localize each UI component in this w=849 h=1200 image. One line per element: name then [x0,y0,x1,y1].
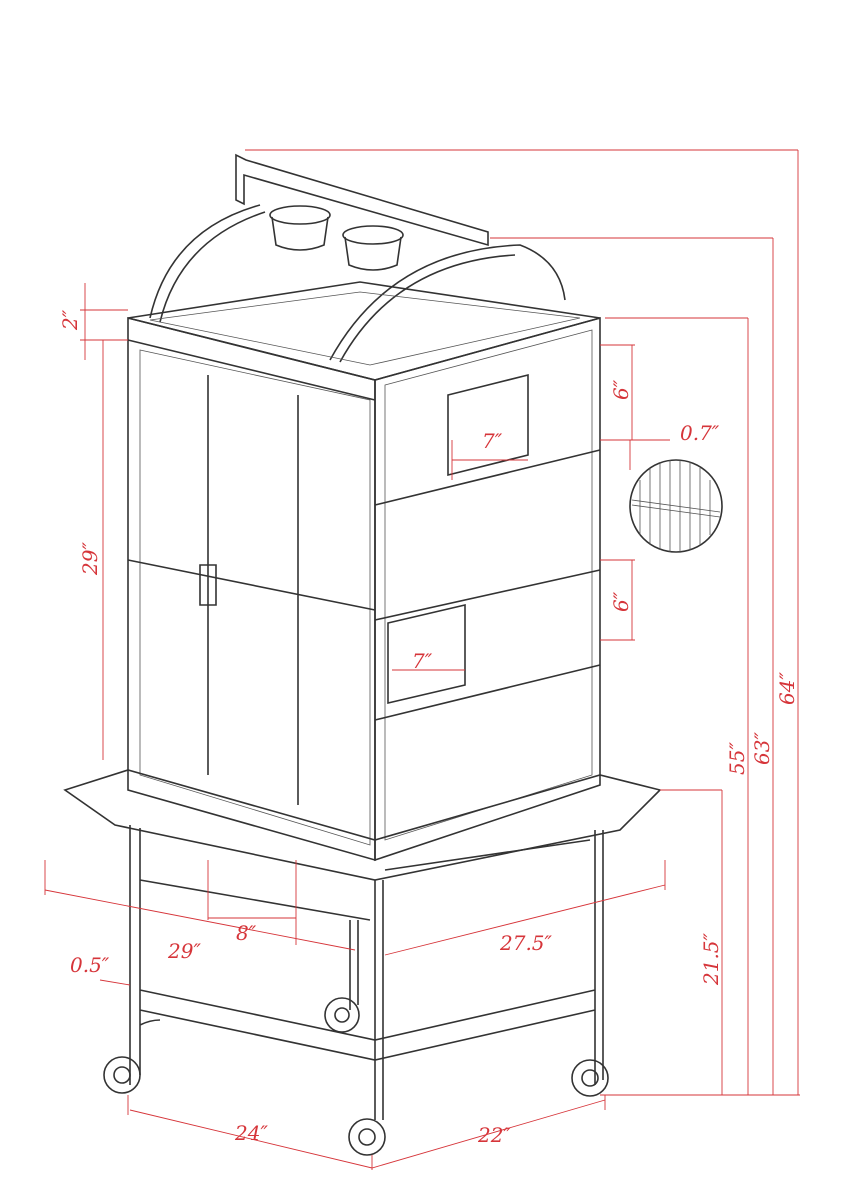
dim-front-height: 29″ [78,542,102,576]
dim-base-width: 22″ [477,1123,511,1147]
dim-upper-door-width: 7″ [482,429,503,453]
dim-tray-lip: 0.5″ [70,953,110,977]
dimension-lines [44,149,800,1170]
caster-wheel [324,997,360,1033]
dim-height-to-top: 55″ [725,742,749,775]
cage-side-face [374,316,601,862]
dim-overall-height: 64″ [775,672,799,705]
dimension-labels: 2″ 29″ 6″ 7″ 0.7″ 6″ 7″ 55″ 63″ 64″ 21.5… [58,309,799,1147]
cage-front-face [127,316,376,862]
dim-bar-spacing: 0.7″ [680,421,720,445]
cage-drawing [63,153,723,1156]
caster-wheel [103,1056,141,1094]
feed-cup [342,225,404,271]
dim-tray-width: 27.5″ [499,931,553,955]
feed-cup [269,205,331,251]
upper-side-door [447,373,529,477]
perch-bar [235,153,489,247]
top-arch-left [149,204,266,323]
dim-upper-door-height: 6″ [609,379,633,400]
stand-frame [129,825,604,1120]
caster-wheel [348,1118,386,1156]
lower-side-door [387,603,466,705]
dim-tray-depth: 29″ [167,939,201,963]
dim-lower-door-width: 7″ [412,649,433,673]
seed-tray [63,769,662,881]
caster-wheel [571,1059,609,1097]
cage-top [127,281,601,381]
top-arch-right [329,244,566,363]
dim-stand-height: 21.5″ [699,932,723,986]
dim-top-trim: 2″ [58,309,82,331]
dim-lower-door-height: 6″ [609,591,633,612]
dim-base-depth: 24″ [234,1121,268,1145]
bar-spacing-detail [629,459,723,553]
door-latch [199,564,217,606]
dim-main-door-width: 8″ [236,921,257,945]
dim-height-to-perch: 63″ [750,732,774,765]
